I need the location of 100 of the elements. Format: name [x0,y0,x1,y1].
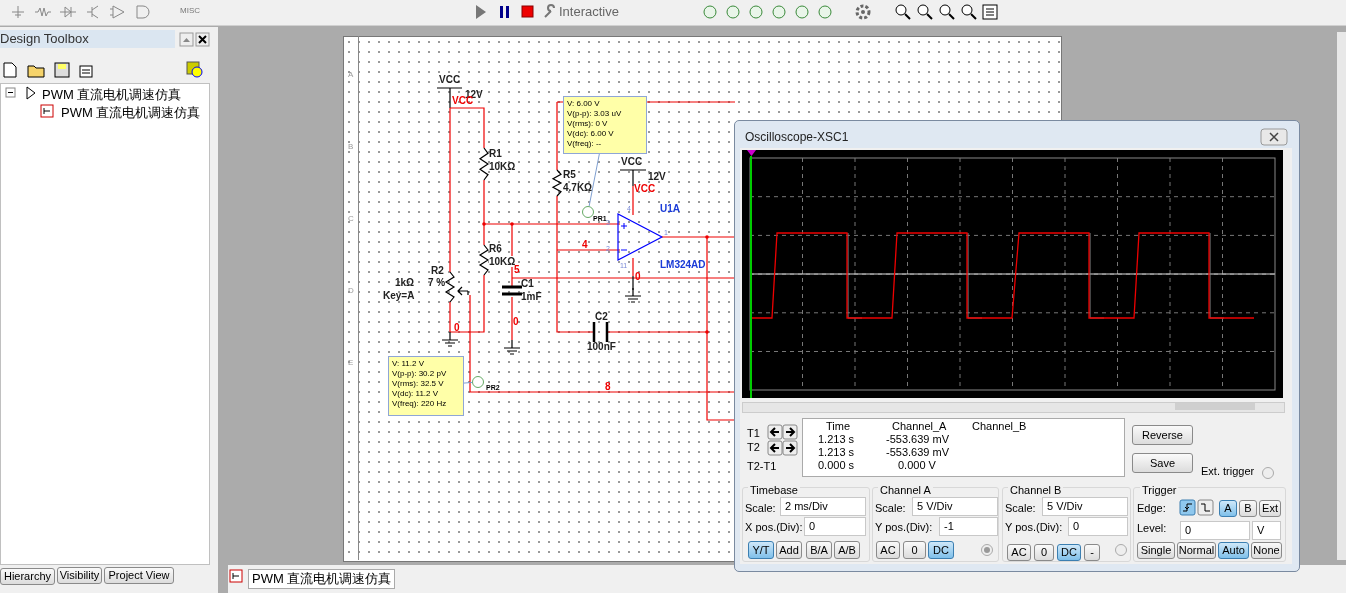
probe-reading: V(freq): -- [567,139,603,149]
trigger-mode-button: Auto [1218,542,1249,559]
cursor-label: T2-T1 [747,460,777,472]
table-header: Channel_A [892,420,947,432]
tree-item: PWM 直流电机调速仿真 [42,86,182,104]
trigger-source-button: A [1219,500,1237,517]
mode-button: B/A [806,541,832,559]
net-label: 0 [635,271,641,282]
net-label: VCC [634,183,656,194]
input-field: 5 V/Div [912,497,998,516]
trigger-mode-button: Normal [1177,542,1216,559]
component-label: R1 [489,148,502,159]
probe-reading: V(dc): 11.2 V [392,389,440,399]
save-button: Save [1132,453,1193,473]
mode-button: Add [776,541,802,559]
component-value: 1kΩ [395,277,415,288]
field-label: Scale: [875,502,906,514]
component-label: C2 [595,311,608,322]
coupling-button: AC [876,541,900,559]
table-cell: 0.000 V [898,459,936,471]
tree-item: PWM 直流电机调速仿真 [61,104,201,122]
component-value: 100nF [587,341,616,352]
table-cell: 0.000 s [818,459,855,471]
component-value: 12V [648,171,666,182]
toolbar-label: MISC [180,6,200,15]
probe-icon [472,376,484,388]
mode-label: Interactive [559,4,619,19]
net-label: 5 [514,264,520,275]
probe-reading: V: 6.00 V [567,99,601,109]
probe-reading: V(p-p): 3.03 uV [567,109,623,119]
table-cell: -553.639 mV [886,433,949,445]
table-cell: 1.213 s [818,433,855,445]
component-label: C1 [521,278,534,289]
component-value: 7 % [428,277,446,288]
option-label: Ext. trigger [1201,465,1255,477]
ruler-letter: B [348,142,354,151]
group-title: Channel B [1008,484,1064,496]
ruler-letter: A [348,70,354,79]
component-value: Key=A [383,290,415,301]
coupling-button: DC [1057,544,1081,561]
input-field: -1 [939,517,998,536]
cursor-label: T2 [747,441,760,453]
probe-reading: V(rms): 0 V [567,119,609,129]
probe-reading: V(p-p): 30.2 pV [392,369,448,379]
net-label: 0 [454,322,460,333]
component-value: 4.7KΩ [563,182,593,193]
coupling-button: AC [1007,544,1031,561]
probe-reading: V(freq): 220 Hz [392,399,448,409]
table-cell: -553.639 mV [886,446,949,458]
net-label: 4 [582,239,588,250]
panel-title: Design Toolbox [0,31,89,46]
component-label: R2 [431,265,444,276]
group-title: Channel A [878,484,933,496]
component-label: R5 [563,169,576,180]
probe-readout-box [388,356,464,416]
group-title: Trigger [1140,484,1179,496]
input-field: 0 [1068,517,1128,536]
probe-readout-box [563,96,647,154]
mode-button: A/B [834,541,860,559]
component-label: R6 [489,243,502,254]
tab: Visibility [57,567,102,584]
component-label: VCC [439,74,461,85]
field-label: Level: [1137,522,1167,534]
reverse-button: Reverse [1132,425,1193,445]
table-header: Channel_B [972,420,1027,432]
trigger-source-button: B [1239,500,1257,517]
component-value: 1mF [521,291,542,302]
mode-button: Y/T [748,541,774,559]
component-label: LM324AD [660,259,706,270]
field-label: Scale: [1005,502,1036,514]
tab: Project View [104,567,174,584]
trigger-source-button: Ext [1259,500,1281,517]
coupling-button: - [1084,544,1100,561]
coupling-button: 0 [1034,544,1054,561]
field-label: Scale: [745,502,776,514]
input-field: 5 V/Div [1042,497,1128,516]
ruler-letter: C [348,214,354,223]
window-title: Oscilloscope-XSC1 [745,130,849,144]
coupling-button: 0 [903,541,926,559]
document-tab: PWM 直流电机调速仿真 [248,569,396,589]
net-label: 8 [605,381,611,392]
tab: Hierarchy [0,568,55,585]
probe-reading: V: 11.2 V [392,359,426,369]
table-cell: 1.213 s [818,446,855,458]
probe-reading: V(dc): 6.00 V [567,129,615,139]
trigger-mode-button: None [1251,542,1282,559]
table-header: Time [826,420,851,432]
input-field: 0 [804,517,866,536]
net-label: 0 [513,316,519,327]
unit-field: V [1252,521,1281,540]
field-label: Y pos.(Div): [875,521,933,533]
field-label: X pos.(Div): [745,521,803,533]
probe-reading: V(rms): 32.5 V [392,379,445,389]
component-value: 10KΩ [489,256,516,267]
input-field: 0 [1180,521,1250,540]
cursor-label: T1 [747,427,760,439]
group-title: Timebase [748,484,800,496]
leader-line [588,153,600,207]
component-label: U1A [660,203,680,214]
coupling-button: DC [928,541,954,559]
